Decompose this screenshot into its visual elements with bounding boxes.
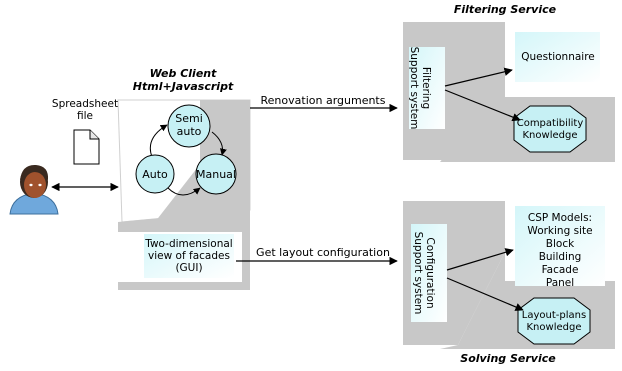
web-client-subtitle: Html+Javascript	[133, 80, 234, 93]
manual-node: Manual	[195, 153, 237, 195]
gui-line2: view of facades	[148, 250, 230, 262]
questionnaire-label: Questionnaire	[521, 51, 595, 63]
compatibility-line1: Compatibility	[517, 118, 584, 129]
document-icon	[73, 129, 100, 165]
configuration-layout-arrow	[446, 277, 524, 311]
configuration-system-line1: Configuration	[424, 237, 436, 308]
mode-cycle-arrows	[149, 124, 227, 196]
questionnaire-box: Questionnaire	[515, 32, 600, 82]
compatibility-knowledge-node: Compatibility Knowledge	[513, 105, 587, 153]
semi-auto-line2: auto	[177, 125, 202, 138]
filtering-questionnaire-arrow	[444, 67, 513, 87]
csp-models-line: Facade	[542, 264, 579, 276]
auto-label: Auto	[142, 168, 168, 181]
layout-plans-line2: Knowledge	[527, 322, 582, 333]
web-client-title: Web Client	[150, 67, 217, 80]
filtering-service-title: Filtering Service	[454, 3, 557, 16]
layout-plans-line1: Layout-plans	[522, 310, 586, 321]
solving-service-title: Solving Service	[460, 352, 556, 365]
csp-models-line: CSP Models:	[528, 212, 592, 224]
semi-auto-line1: Semi	[175, 112, 203, 125]
gui-line3: (GUI)	[175, 262, 202, 274]
filtering-support-system-box: Filtering Support system	[408, 47, 445, 130]
csp-models-line: Block	[546, 238, 575, 250]
csp-models-line: Working site	[527, 225, 592, 237]
csp-models-box: CSP Models: Working site Block Building …	[515, 206, 605, 289]
gui-box: Two-dimensional view of facades (GUI)	[144, 234, 234, 278]
user-avatar-icon	[9, 164, 59, 215]
manual-label: Manual	[196, 168, 236, 181]
auto-node: Auto	[135, 154, 175, 194]
configuration-system-line2: Support system	[412, 232, 424, 315]
layout-plans-knowledge-node: Layout-plans Knowledge	[517, 297, 591, 345]
csp-models-line: Panel	[546, 277, 574, 289]
filtering-system-line2: Support system	[408, 47, 420, 130]
compatibility-line2: Knowledge	[523, 130, 578, 141]
semi-auto-node: Semi auto	[167, 104, 211, 148]
csp-models-line: Building	[539, 251, 582, 263]
renovation-arguments-label: Renovation arguments	[261, 94, 386, 107]
configuration-support-system-box: Configuration Support system	[411, 224, 447, 322]
filtering-system-line1: Filtering	[420, 67, 432, 109]
filtering-compatibility-arrow	[444, 89, 521, 122]
gui-line1: Two-dimensional	[144, 238, 232, 250]
get-layout-configuration-label: Get layout configuration	[256, 246, 390, 259]
spreadsheet-line2: file	[77, 110, 93, 122]
spreadsheet-line1: Spreadsheet	[52, 98, 118, 110]
configuration-csp-arrow	[446, 248, 514, 271]
